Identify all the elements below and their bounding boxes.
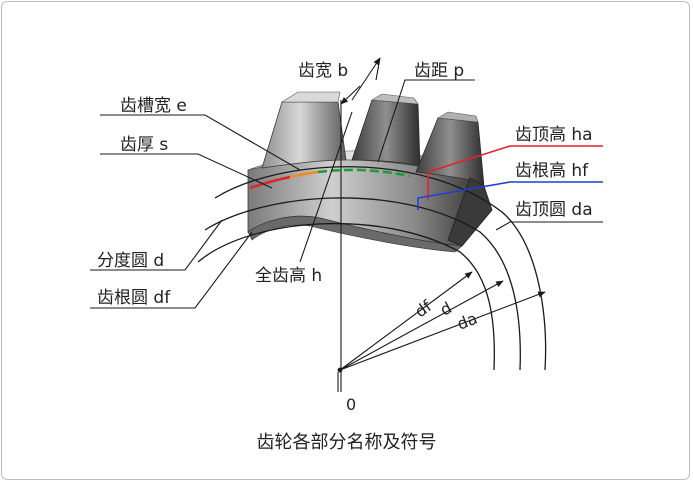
leader-pitch	[377, 79, 475, 163]
leader-pitch-circle	[90, 219, 223, 271]
gear-tooth-middle	[351, 99, 421, 167]
tip-radius-line	[339, 291, 546, 371]
tooth-width-dimension	[340, 57, 381, 105]
label-tip-circle: 齿顶圆 da	[515, 200, 593, 220]
label-pitch: 齿距 p	[414, 61, 464, 81]
tip-circle-arc	[214, 166, 547, 371]
label-addendum: 齿顶高 ha	[515, 125, 593, 145]
gear-tooth-right	[415, 117, 485, 187]
root-radius-line	[339, 271, 473, 371]
radius-lines	[337, 271, 546, 373]
reference-circles	[197, 166, 547, 371]
gear-body	[247, 91, 493, 253]
leader-dedendum	[417, 181, 603, 210]
root-circle-arc	[197, 222, 495, 371]
label-tooth-width: 齿宽 b	[298, 61, 348, 81]
leader-addendum	[427, 145, 603, 200]
label-space-width: 齿槽宽 e	[120, 96, 187, 116]
figure-caption: 齿轮各部分名称及符号	[256, 432, 437, 453]
gear-tooth-left	[261, 101, 347, 169]
leader-root-circle	[90, 231, 253, 309]
origin-point	[337, 367, 343, 373]
gear-tooth-left-top	[280, 91, 341, 103]
label-pitch-circle: 分度圆 d	[97, 251, 164, 271]
pitch-arc-colored	[249, 168, 411, 190]
label-da-diameter: da	[454, 309, 480, 334]
label-whole-depth: 全齿高 h	[255, 266, 322, 286]
pitch-circle-arc	[204, 197, 521, 371]
pitch-radius-line	[339, 280, 504, 371]
label-tooth-thickness: 齿厚 s	[120, 135, 168, 155]
leader-tip-circle	[495, 221, 603, 231]
label-root-circle: 齿根圆 df	[97, 288, 171, 308]
gear-end-face	[447, 177, 493, 247]
leader-whole-depth	[299, 111, 353, 263]
label-df-diameter: df	[411, 296, 435, 321]
label-dedendum: 齿根高 hf	[515, 161, 589, 181]
label-origin: 0	[346, 395, 356, 414]
gear-tooth-right-top	[437, 111, 479, 123]
leader-tooth-thickness	[100, 153, 273, 189]
gear-tooth-middle-top	[371, 93, 419, 105]
leader-space-width	[100, 114, 301, 171]
